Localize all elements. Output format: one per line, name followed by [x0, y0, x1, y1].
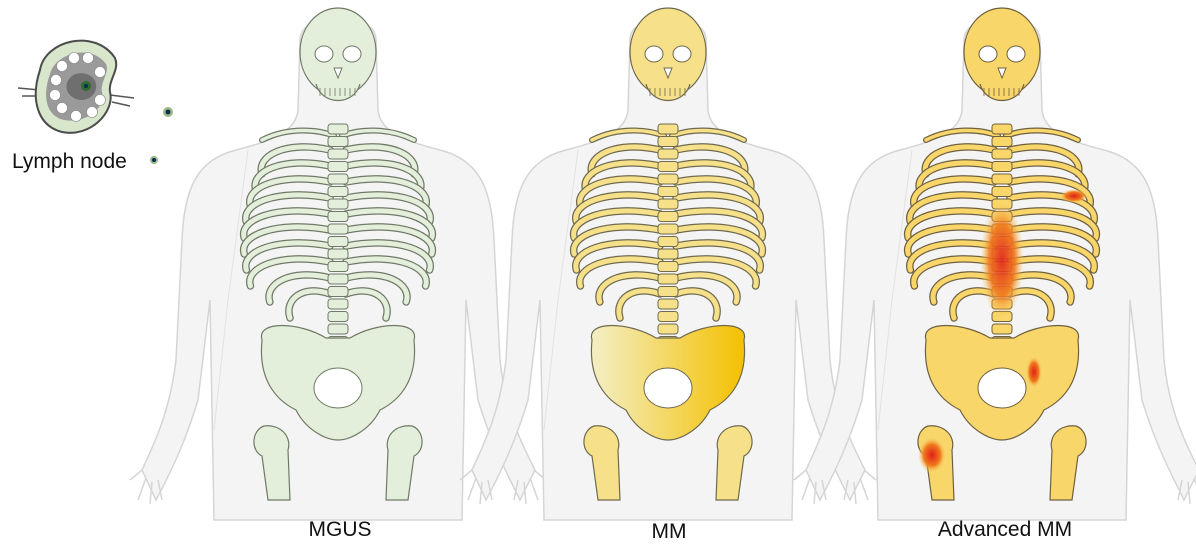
vertebra: [992, 124, 1012, 134]
vertebra: [328, 287, 348, 297]
vertebra: [658, 274, 678, 284]
lesion-rib: [1060, 189, 1088, 203]
stage-label-mm: MM: [652, 520, 687, 544]
vertebra: [328, 299, 348, 309]
lymph-node-icon: [18, 41, 134, 133]
vertebra: [992, 174, 1012, 184]
vertebra: [328, 237, 348, 247]
vertebra: [328, 162, 348, 172]
vertebra: [992, 187, 1012, 197]
vertebra: [328, 312, 348, 322]
lesion-femur: [918, 437, 946, 473]
vertebra: [992, 137, 1012, 147]
vertebra: [992, 162, 1012, 172]
vertebra: [658, 262, 678, 272]
vertebra: [328, 212, 348, 222]
vertebra: [658, 287, 678, 297]
vertebra: [658, 249, 678, 259]
vertebra: [658, 149, 678, 159]
vertebra: [992, 324, 1012, 334]
vertebra: [658, 237, 678, 247]
vertebra: [658, 312, 678, 322]
vertebra: [328, 224, 348, 234]
vertebra: [658, 224, 678, 234]
vertebra: [658, 212, 678, 222]
vertebra: [328, 174, 348, 184]
vertebra: [658, 162, 678, 172]
vertebra: [328, 124, 348, 134]
vertebra: [658, 199, 678, 209]
vertebra: [328, 274, 348, 284]
stage-label-mgus: MGUS: [309, 518, 372, 542]
skull: [964, 8, 1040, 96]
vertebra: [658, 187, 678, 197]
vertebra: [328, 249, 348, 259]
vertebra: [658, 324, 678, 334]
skull: [630, 8, 706, 96]
vertebra: [658, 174, 678, 184]
skull: [300, 8, 376, 96]
vertebra: [328, 324, 348, 334]
lymph-node-label: Lymph node: [12, 150, 127, 174]
vertebra: [658, 137, 678, 147]
vertebra: [328, 187, 348, 197]
lesion-pelvis: [1026, 356, 1042, 388]
vertebra: [328, 149, 348, 159]
stage-label-advanced-mm: Advanced MM: [938, 518, 1072, 542]
vertebra: [328, 137, 348, 147]
vertebra: [328, 199, 348, 209]
vertebra: [328, 262, 348, 272]
vertebra: [992, 149, 1012, 159]
lesion-spine: [980, 200, 1024, 320]
vertebra: [658, 299, 678, 309]
vertebra: [658, 124, 678, 134]
skeleton-figure-advanced-mm: [794, 8, 1196, 520]
